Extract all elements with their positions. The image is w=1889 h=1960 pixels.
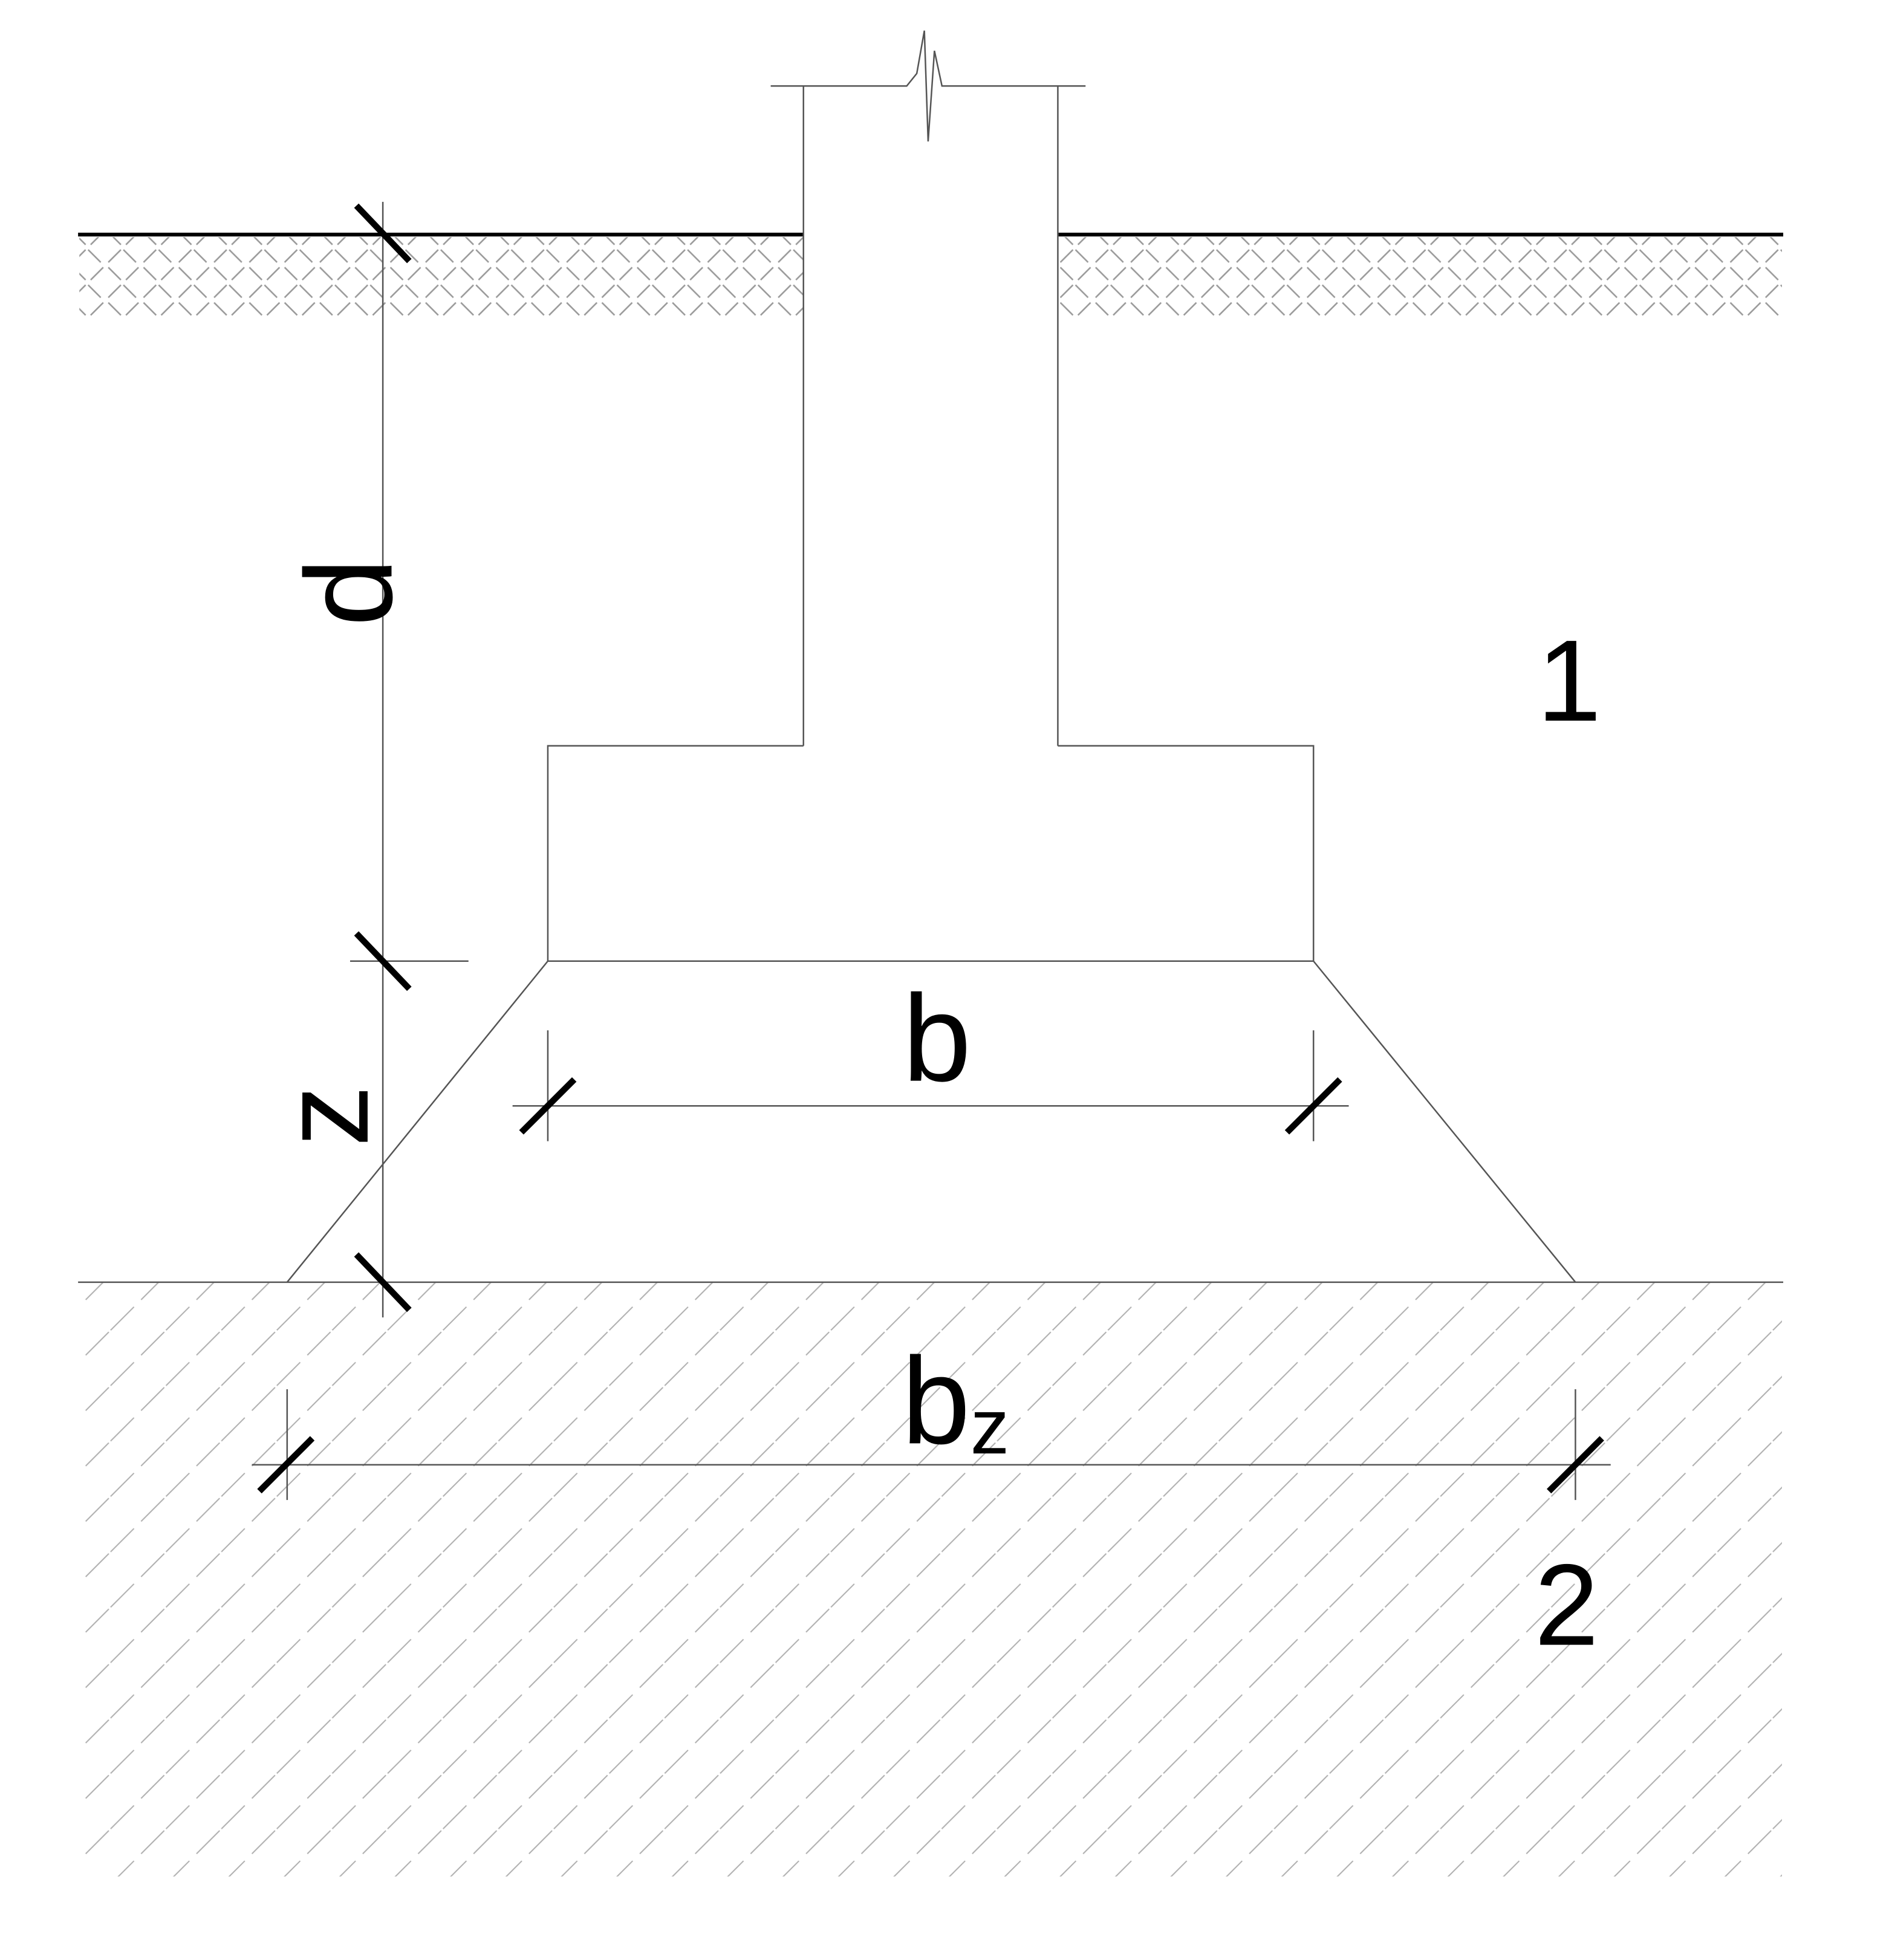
topsoil-hatch-right [1058, 237, 1782, 318]
label-bz-subscript: z [971, 1383, 1010, 1470]
label-b: b [903, 970, 972, 1108]
label-layer-2: 2 [1535, 1540, 1599, 1670]
tick-b-left [519, 1077, 577, 1135]
tick-bz-right [1546, 1436, 1604, 1494]
column-break-symbol [770, 30, 1086, 142]
label-bz: bz [902, 1332, 1009, 1470]
soil-replacement-outline [286, 960, 1576, 1283]
tick-d-top [354, 203, 412, 264]
tick-z-bottom [354, 1252, 412, 1313]
tick-b-right [1284, 1077, 1342, 1135]
label-layer-1: 1 [1537, 616, 1602, 745]
topsoil-hatch-left [79, 237, 804, 318]
tick-bz-left [257, 1436, 315, 1494]
footing-outline [547, 745, 1315, 962]
tick-d-bottom [354, 931, 412, 991]
label-z: z [256, 1085, 394, 1147]
bearing-soil-hatch [79, 1282, 1782, 1877]
label-d: d [280, 558, 418, 627]
label-bz-main: b [902, 1332, 971, 1470]
